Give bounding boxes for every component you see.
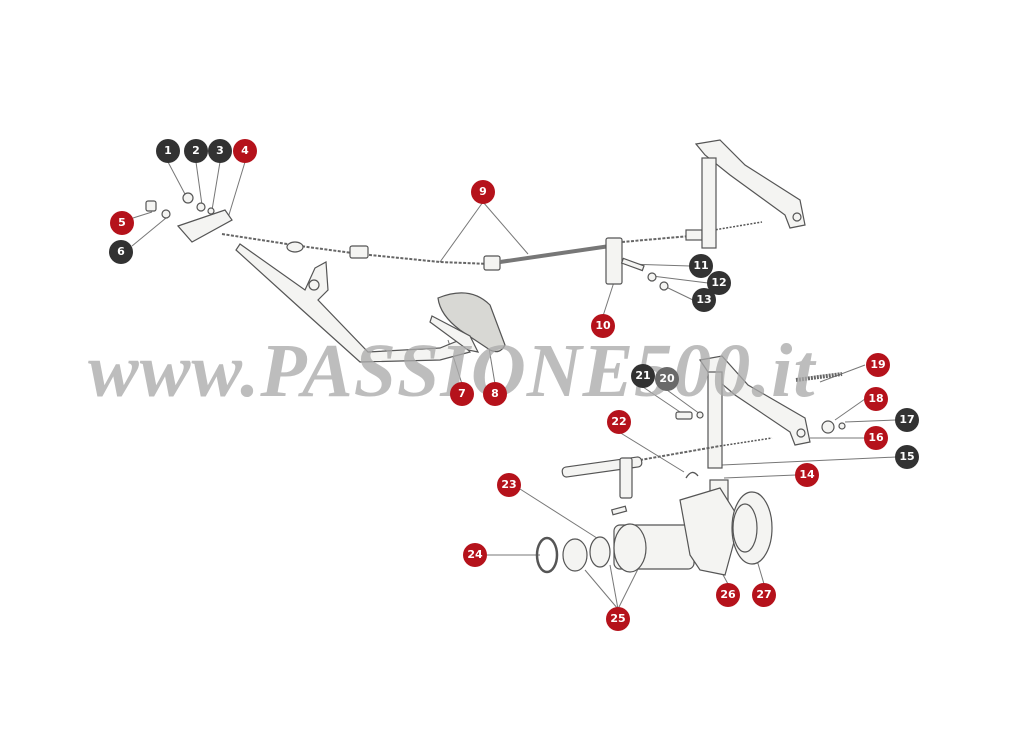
upper-lever bbox=[694, 139, 806, 249]
callout-badge-23[interactable]: 23 bbox=[497, 473, 521, 497]
callout-badge-8[interactable]: 8 bbox=[483, 382, 507, 406]
pedal-hardware bbox=[145, 192, 233, 243]
clutch-pedal bbox=[235, 243, 506, 363]
callout-badge-26[interactable]: 26 bbox=[716, 583, 740, 607]
callout-badge-18[interactable]: 18 bbox=[864, 387, 888, 411]
callout-badge-27[interactable]: 27 bbox=[752, 583, 776, 607]
callout-badge-14[interactable]: 14 bbox=[795, 463, 819, 487]
callout-badge-6[interactable]: 6 bbox=[109, 240, 133, 264]
callout-badge-11[interactable]: 11 bbox=[689, 254, 713, 278]
callout-badge-9[interactable]: 9 bbox=[471, 180, 495, 204]
callout-badge-1[interactable]: 1 bbox=[156, 139, 180, 163]
callout-badge-13[interactable]: 13 bbox=[692, 288, 716, 312]
callout-badge-20[interactable]: 20 bbox=[655, 367, 679, 391]
callout-badge-5[interactable]: 5 bbox=[110, 211, 134, 235]
callout-badge-21[interactable]: 21 bbox=[631, 364, 655, 388]
callout-badge-3[interactable]: 3 bbox=[208, 139, 232, 163]
lower-lever bbox=[561, 355, 846, 499]
leader-lines bbox=[131, 161, 897, 610]
callout-badge-24[interactable]: 24 bbox=[463, 543, 487, 567]
callout-badge-15[interactable]: 15 bbox=[895, 445, 919, 469]
callout-badge-22[interactable]: 22 bbox=[607, 410, 631, 434]
callout-badge-2[interactable]: 2 bbox=[184, 139, 208, 163]
callout-badge-4[interactable]: 4 bbox=[233, 139, 257, 163]
callout-badge-25[interactable]: 25 bbox=[606, 607, 630, 631]
callout-badge-19[interactable]: 19 bbox=[866, 353, 890, 377]
callout-badge-10[interactable]: 10 bbox=[591, 314, 615, 338]
callout-badge-17[interactable]: 17 bbox=[895, 408, 919, 432]
release-assembly bbox=[535, 479, 773, 576]
callout-badge-16[interactable]: 16 bbox=[864, 426, 888, 450]
callout-badge-7[interactable]: 7 bbox=[450, 382, 474, 406]
clutch-cable bbox=[221, 221, 763, 291]
